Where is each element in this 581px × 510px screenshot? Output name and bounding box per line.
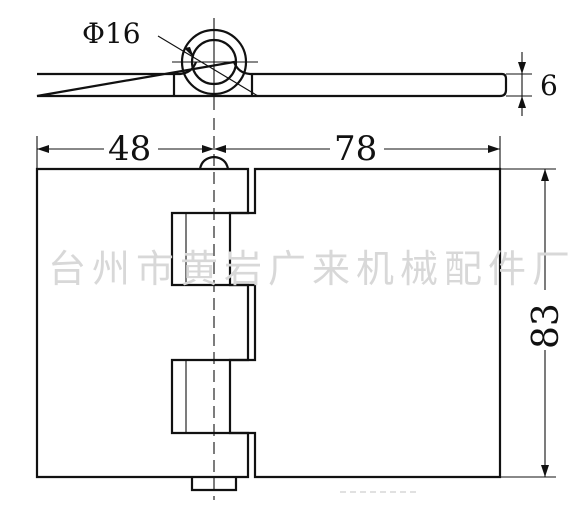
diameter-label: Φ16 — [82, 17, 141, 50]
left-width-label: 48 — [108, 129, 151, 169]
top-view-leaf-outline — [36, 60, 508, 98]
width-arrow-mid-left — [202, 145, 214, 153]
height-arrow-bottom — [541, 465, 549, 477]
top-view: Φ16 6 — [36, 17, 558, 116]
diameter-arrow — [184, 47, 194, 58]
width-arrow-mid-right — [214, 145, 226, 153]
front-view: 48 78 83 — [35, 118, 567, 500]
right-width-label: 78 — [334, 129, 377, 169]
right-leaf-outline — [170, 167, 502, 479]
thickness-arrow-top — [518, 62, 526, 74]
left-leaf-outline — [35, 167, 250, 479]
height-label-bg — [528, 290, 562, 350]
width-arrow-left — [37, 145, 49, 153]
thickness-arrow-bottom — [518, 96, 526, 108]
right-width-label-bg — [330, 128, 384, 160]
left-width-label-bg — [104, 128, 158, 160]
watermark-text: 台州市黄岩广来机械配件厂 — [48, 247, 576, 291]
height-arrow-top — [541, 169, 549, 181]
diameter-leader — [157, 35, 259, 97]
thickness-label: 6 — [540, 69, 558, 102]
width-arrow-right — [488, 145, 500, 153]
height-label: 83 — [526, 303, 567, 349]
